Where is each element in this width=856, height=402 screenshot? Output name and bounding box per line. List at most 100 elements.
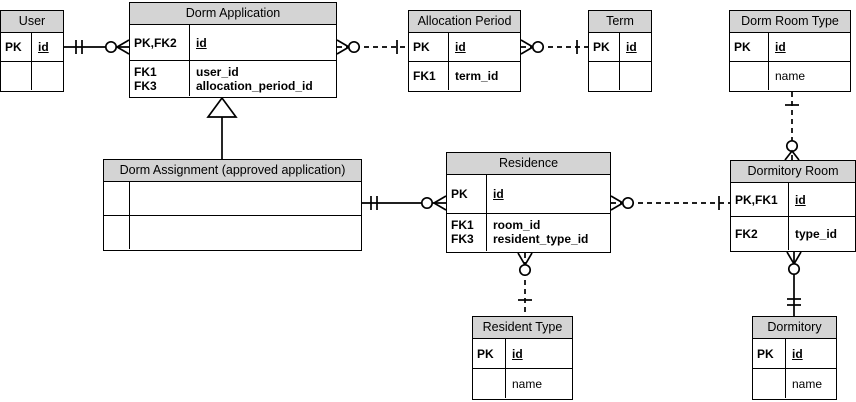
key-label: FK1 <box>451 218 474 233</box>
primary-key-attribute: id <box>626 40 637 55</box>
key-cell <box>730 62 769 90</box>
key-cell: PK <box>730 33 769 62</box>
entity-attribute-list <box>104 182 361 249</box>
entity-title: Residence <box>447 153 610 175</box>
entity-title: Term <box>589 11 651 33</box>
entity-title: Dormitory <box>753 317 836 339</box>
attribute-cell: name <box>506 369 572 397</box>
attribute-name: user_id <box>196 64 239 79</box>
key-cell: PK,FK1 <box>731 183 789 217</box>
entity-attribute-list: PK id <box>589 33 651 90</box>
connector-dormitory-room-dormitory <box>786 251 802 316</box>
primary-key-attribute: id <box>493 186 504 201</box>
key-label: PK <box>477 346 494 361</box>
key-cell: PK <box>589 33 620 62</box>
connector-allocation-period-term <box>520 39 588 55</box>
attribute-cell: name <box>769 62 850 89</box>
attribute-row: FK1 term_id <box>409 61 520 90</box>
key-cell: PK <box>753 339 786 369</box>
connector-user-dorm-application <box>64 39 130 55</box>
entity-attribute-list: PK id name <box>473 339 572 398</box>
entity-title: Allocation Period <box>409 11 520 33</box>
attribute-cell: id <box>449 33 520 61</box>
key-cell: PK,FK2 <box>130 25 190 61</box>
key-cell <box>589 62 620 90</box>
key-label: PK <box>5 40 22 55</box>
key-cell: PK <box>409 33 449 62</box>
attribute-row: PK id <box>473 339 572 369</box>
key-label: PK <box>757 346 774 361</box>
key-cell: PK <box>473 339 506 369</box>
attribute-row <box>104 182 361 216</box>
attribute-row: FK2 type_id <box>731 216 855 250</box>
primary-key-attribute: id <box>196 35 207 50</box>
attribute-cell <box>130 182 361 215</box>
attribute-row: PK id <box>730 33 850 62</box>
entity-title: Dorm Application <box>130 3 336 25</box>
key-label: PK <box>413 40 430 55</box>
key-label: FK1 <box>413 69 436 84</box>
attribute-cell: type_id <box>789 217 855 249</box>
entity-title: Dorm Room Type <box>730 11 850 33</box>
attribute-cell: name <box>786 369 836 397</box>
attribute-name: room_id <box>493 218 541 233</box>
attribute-row <box>104 215 361 249</box>
attribute-row: PK id <box>589 33 651 62</box>
attribute-row: name <box>730 61 850 90</box>
attribute-cell <box>130 216 361 248</box>
connector-dorm-assignment-residence <box>362 195 447 211</box>
attribute-cell: id <box>789 183 855 216</box>
attribute-cell: id <box>506 339 572 368</box>
key-cell <box>104 182 130 216</box>
connector-dorm-application-allocation-period <box>336 39 408 55</box>
entity-title: User <box>1 11 63 33</box>
entity-dorm-assignment[interactable]: Dorm Assignment (approved application) <box>103 159 362 251</box>
attribute-row: name <box>473 368 572 398</box>
key-label: PK,FK1 <box>735 192 778 207</box>
attribute-row: PK,FK1 id <box>731 183 855 217</box>
attribute-name: term_id <box>455 69 499 84</box>
attribute-row: name <box>753 368 836 398</box>
connector-dorm-room-type-dormitory-room <box>784 92 800 161</box>
key-label: FK3 <box>451 232 474 247</box>
attribute-cell: id <box>190 25 336 60</box>
key-cell <box>1 62 32 90</box>
primary-key-attribute: id <box>775 40 786 55</box>
attribute-cell <box>32 62 63 89</box>
key-label: FK2 <box>735 226 758 241</box>
attribute-row: PK,FK2 id <box>130 25 336 61</box>
key-label: FK3 <box>134 78 157 93</box>
attribute-name: resident_type_id <box>493 232 589 247</box>
key-label: FK1 <box>134 64 157 79</box>
primary-key-attribute: id <box>455 40 466 55</box>
attribute-row <box>589 61 651 90</box>
primary-key-attribute: id <box>512 346 523 361</box>
entity-title: Dormitory Room <box>731 161 855 183</box>
key-label: PK,FK2 <box>134 35 177 50</box>
attribute-cell: id <box>620 33 651 61</box>
attribute-name: name <box>512 376 543 391</box>
attribute-row: PK id <box>409 33 520 62</box>
entity-attribute-list: PK id name <box>730 33 850 90</box>
key-cell: PK <box>1 33 32 62</box>
